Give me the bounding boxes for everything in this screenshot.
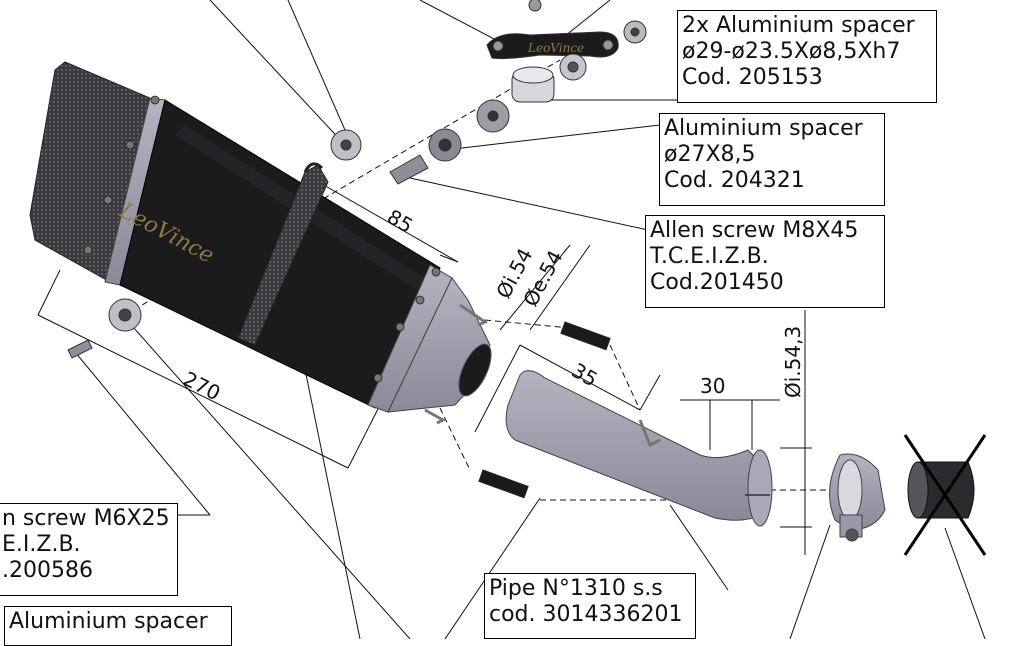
callout-pipe: Pipe N°1310 s.s cod. 3014336201: [484, 573, 696, 639]
rivets: [83, 95, 441, 383]
mounting-bracket: [486, 31, 619, 60]
callout-allen-screw-m8: Allen screw M8X45 T.C.E.I.Z.B. Cod.20145…: [645, 215, 885, 308]
callout-line: Cod.201450: [650, 270, 784, 295]
spring-hook-top: [459, 303, 489, 327]
allen-screw-m6: [67, 339, 93, 359]
spring-bottom: [478, 469, 529, 499]
callout-line: n screw M6X25: [2, 506, 170, 531]
svg-text:LeoVince: LeoVince: [527, 41, 584, 55]
dimension-di543: Øi.54,3: [781, 326, 805, 398]
outlet-opening: [458, 343, 492, 397]
callout-line: Allen screw M8X45: [650, 218, 859, 243]
springs: [478, 321, 611, 499]
callout-line: cod. 3014336201: [489, 602, 683, 627]
callout-line: T.C.E.I.Z.B.: [650, 244, 769, 269]
callout-line: Pipe N°1310 s.s: [489, 576, 663, 601]
clamp: [829, 453, 886, 542]
callout-spacer-2x: 2x Aluminium spacer ø29-ø23.5Xø8,5Xh7 Co…: [677, 10, 937, 103]
callout-line: Aluminium spacer: [9, 609, 208, 634]
silencer: LeoVince: [29, 61, 492, 425]
allen-screw-m8: [389, 154, 429, 185]
callout-line: ø27X8,5: [664, 142, 756, 167]
dimension-85: 85: [383, 204, 417, 238]
callout-line: E.I.Z.B.: [2, 532, 81, 557]
callout-spacer: Aluminium spacer ø27X8,5 Cod. 204321: [659, 113, 885, 206]
dimension-30: 30: [700, 374, 725, 398]
callout-line: .200586: [2, 558, 93, 583]
callout-line: Cod. 204321: [664, 168, 805, 193]
bracket-hardware: LeoVince: [67, 0, 647, 359]
bolt-head-top: [528, 0, 542, 12]
callout-line: 2x Aluminium spacer: [682, 13, 915, 38]
callout-line: Aluminium spacer: [664, 116, 863, 141]
mounting-strap: [237, 164, 329, 346]
callout-spacer-bottom: Aluminium spacer: [4, 606, 232, 646]
spring-top: [560, 321, 611, 351]
link-pipe: [505, 370, 773, 527]
spring-hook-bottom: [424, 408, 447, 425]
db-killer-crossed: [903, 434, 987, 556]
callout-line: ø29-ø23.5Xø8,5Xh7: [682, 39, 901, 64]
dimension-270: 270: [179, 367, 224, 406]
callout-allen-screw-m6: n screw M6X25 E.I.Z.B. .200586: [0, 503, 178, 596]
callout-line: Cod. 205153: [682, 65, 823, 90]
